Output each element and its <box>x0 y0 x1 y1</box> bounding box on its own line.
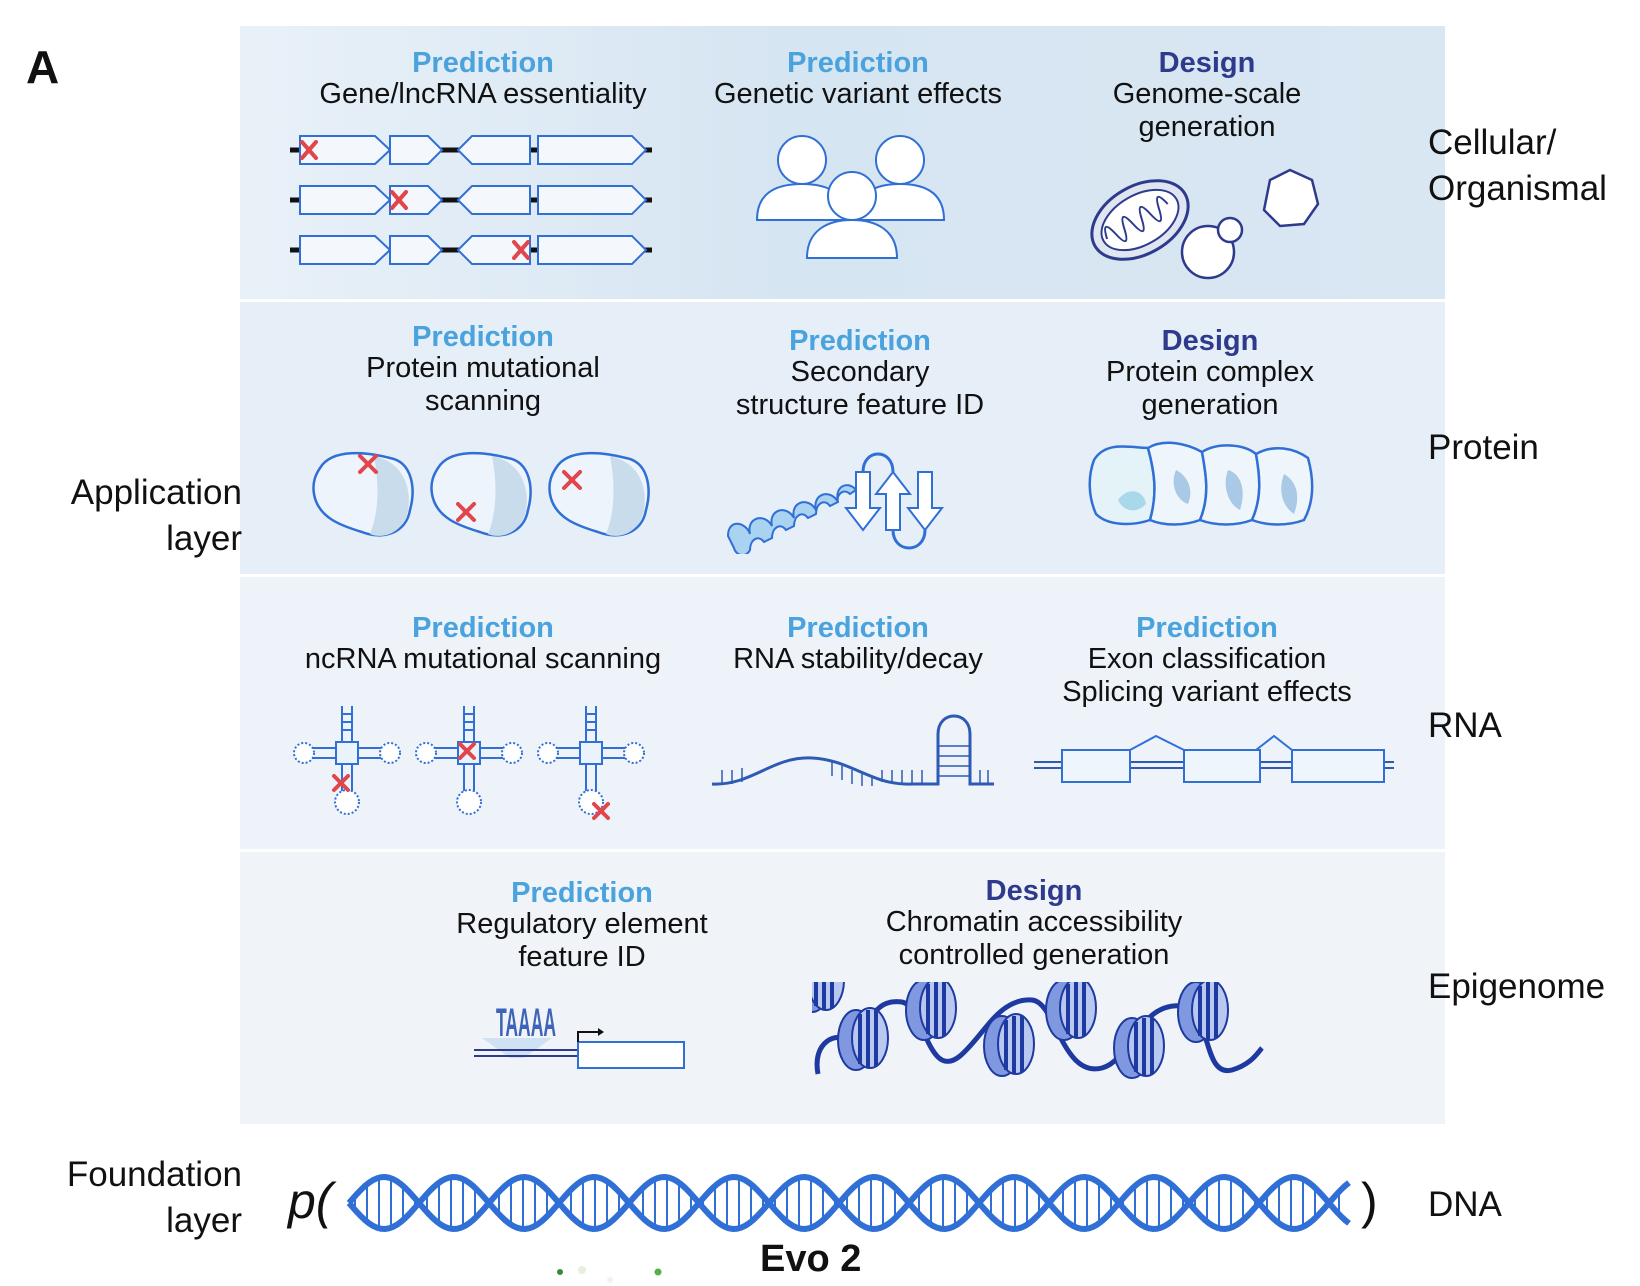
task-kind: Prediction <box>412 47 554 79</box>
task-desc-line1: Genome-scale <box>1112 78 1302 110</box>
task-kind: Prediction <box>511 877 653 909</box>
task-desc-line2: scanning <box>424 385 542 417</box>
exon-splicing-icon <box>1034 734 1394 783</box>
task-gene-essentiality: Prediction Gene/lncRNA essentiality <box>319 48 646 111</box>
protein-complex-icon <box>1088 441 1314 526</box>
task-desc-line1: Chromatin accessibility <box>885 906 1183 938</box>
task-ncrna-scanning: Prediction ncRNA mutational scanning <box>305 613 661 676</box>
category-protein: Protein <box>1428 428 1539 467</box>
secondary-structure-icon <box>726 452 945 554</box>
category-dna: DNA <box>1428 1185 1502 1224</box>
task-desc-line2: controlled generation <box>898 939 1170 971</box>
protein-blob-icon <box>312 451 650 538</box>
evo-logo-dots-icon <box>557 1266 662 1283</box>
nucleosome-chromatin-icon <box>812 982 1264 1080</box>
task-chromatin-generation: Design Chromatin accessibility controlle… <box>886 876 1183 972</box>
task-protein-scanning: Prediction Protein mutational scanning <box>366 322 600 418</box>
probability-symbol: p( <box>288 1173 333 1229</box>
task-desc-line2: Splicing variant effects <box>1062 676 1352 708</box>
probability-close: ) <box>1361 1173 1378 1229</box>
dna-double-helix-icon <box>346 1173 1351 1233</box>
task-rna-stability: Prediction RNA stability/decay <box>733 613 983 676</box>
task-desc-line1: Exon classification <box>1087 643 1327 675</box>
task-kind: Design <box>1161 325 1259 357</box>
category-epigenome: Epigenome <box>1428 967 1606 1006</box>
task-desc-line2: feature ID <box>518 941 646 973</box>
task-desc: ncRNA mutational scanning <box>304 643 662 675</box>
motif-logo-text: TAAAA <box>496 1001 556 1045</box>
task-exon-classification: Prediction Exon classification Splicing … <box>1062 613 1352 709</box>
motif-promoter-icon: TAAAA <box>474 1001 685 1069</box>
task-kind: Prediction <box>789 325 931 357</box>
gene-knockout-icon <box>290 135 670 268</box>
protein-band <box>240 302 1445 574</box>
task-kind: Prediction <box>412 321 554 353</box>
task-desc-line1: Secondary <box>790 356 930 388</box>
task-secondary-structure: Prediction Secondary structure feature I… <box>736 326 984 422</box>
task-desc-line1: Protein mutational <box>366 352 600 384</box>
people-icon <box>755 135 946 259</box>
category-rna: RNA <box>1428 706 1502 745</box>
task-kind: Prediction <box>787 612 929 644</box>
task-desc-line1: Protein complex <box>1106 356 1314 388</box>
task-desc: Gene/lncRNA essentiality <box>319 78 647 110</box>
panel-letter: A <box>26 41 60 93</box>
task-desc-line2: structure feature ID <box>735 389 985 421</box>
task-variant-effects: Prediction Genetic variant effects <box>714 48 1002 111</box>
task-kind: Design <box>1158 47 1256 79</box>
task-kind: Prediction <box>1136 612 1278 644</box>
rna-band <box>240 577 1445 849</box>
task-desc-line2: generation <box>1138 111 1276 143</box>
task-desc: RNA stability/decay <box>733 643 983 675</box>
rna-stem-loop-icon <box>712 714 994 786</box>
task-regulatory-element: Prediction Regulatory element feature ID <box>456 878 707 974</box>
task-kind: Design <box>985 875 1083 907</box>
task-desc: Genetic variant effects <box>713 78 1003 110</box>
application-layer-label: Application layer <box>70 473 242 558</box>
model-name-evo2: Evo 2 <box>760 1238 862 1280</box>
task-genome-generation: Design Genome-scale generation <box>1113 48 1302 144</box>
mitochondrion-cell-icon <box>1090 168 1320 280</box>
task-protein-complex: Design Protein complex generation <box>1106 326 1314 422</box>
task-desc-line2: generation <box>1141 389 1279 421</box>
trna-cloverleaf-icon <box>293 705 645 820</box>
foundation-layer-label: Foundation layer <box>66 1155 242 1240</box>
task-kind: Prediction <box>787 47 929 79</box>
category-cellular: Cellular/ Organismal <box>1428 123 1607 208</box>
task-desc-line1: Regulatory element <box>456 908 708 940</box>
task-kind: Prediction <box>412 612 554 644</box>
